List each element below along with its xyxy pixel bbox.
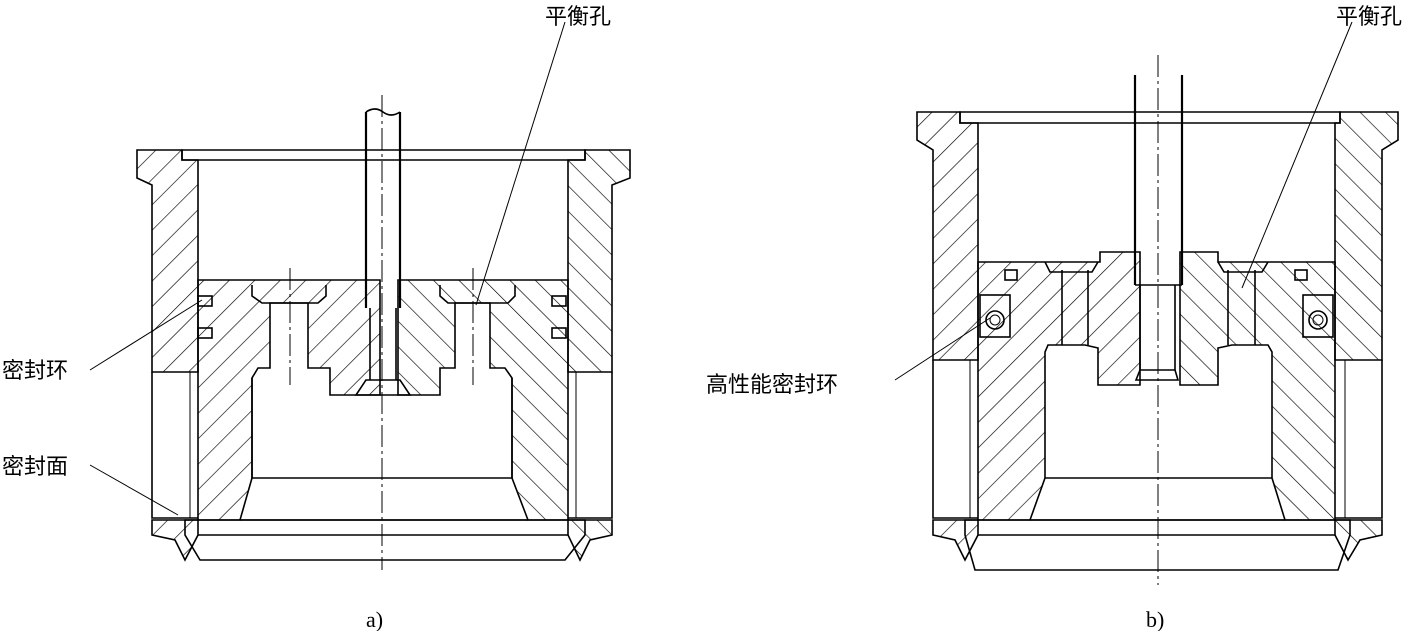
a-seal-ring-label: 密封环 <box>2 359 68 384</box>
figure-a-drawing <box>89 21 631 570</box>
caption-a: a) <box>366 607 383 631</box>
b-high-performance-seal-ring-label: 高性能密封环 <box>706 373 838 398</box>
a-balance-hole-label: 平衡孔 <box>545 5 611 30</box>
figure-b-drawing <box>894 21 1399 585</box>
b-balance-hole-label: 平衡孔 <box>1336 5 1402 30</box>
caption-b: b) <box>1146 607 1164 631</box>
a-seal-face-label: 密封面 <box>2 455 68 480</box>
